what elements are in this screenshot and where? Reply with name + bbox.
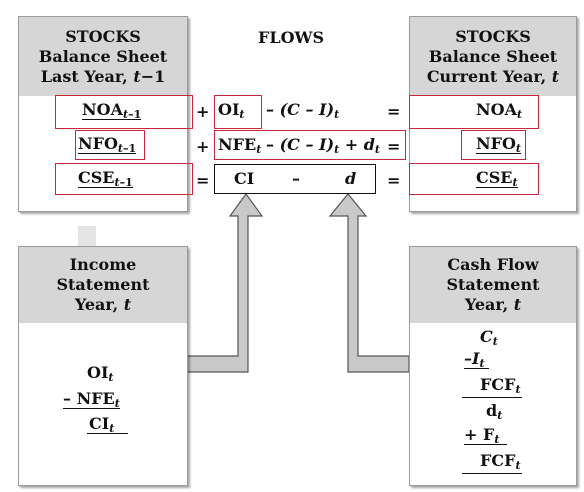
cashflow-f-label: + F: [464, 425, 495, 444]
header-line: Year, t: [464, 295, 522, 314]
cashflow-d: dt: [486, 401, 503, 422]
cashflow-f: + Ft: [464, 425, 508, 445]
nfo-prior: NFOt–1: [78, 134, 137, 155]
header-line: Balance Sheet: [428, 46, 558, 66]
row1-equals: =: [387, 102, 401, 121]
cashflow-c-label: C: [480, 327, 493, 346]
noa-prior: NOAt–1: [82, 100, 142, 121]
cashflow-i-label: –I: [464, 349, 480, 368]
income-nfe: – NFEt: [63, 389, 120, 410]
stocks-last-year-panel: STOCKS Balance Sheet Last Year, t−1: [18, 16, 188, 212]
row3-minus: –: [292, 169, 300, 188]
nfo-current-label: NFO: [476, 134, 516, 153]
noa-prior-label: NOA: [82, 100, 123, 119]
flows-title: FLOWS: [258, 28, 325, 47]
income-statement-header: Income Statement Year, t: [19, 247, 187, 323]
highlight-noa-current: [409, 95, 539, 129]
cashflow-fcf-label: FCF: [480, 375, 516, 394]
income-nfe-label: – NFE: [63, 389, 115, 408]
cse-current: CSEt: [476, 168, 518, 189]
income-statement-panel: Income Statement Year, t OIt – NFEt CIt: [18, 246, 188, 486]
ci-flow: CI: [234, 169, 255, 188]
noa-current: NOAt: [476, 100, 523, 121]
highlight-oi: [214, 95, 262, 129]
cashflow-d-label: d: [486, 401, 498, 420]
cashflow-to-d-arrow: [328, 193, 410, 373]
header-line: STOCKS: [455, 26, 531, 46]
oi-flow: OIt: [218, 100, 245, 121]
income-ci: CIt: [87, 414, 129, 434]
cashflow-fcf: FCFt: [480, 375, 521, 396]
stocks-current-year-panel: STOCKS Balance Sheet Current Year, t: [409, 16, 577, 212]
stocks-current-year-header: STOCKS Balance Sheet Current Year, t: [410, 17, 576, 96]
noa-current-label: NOA: [476, 100, 517, 119]
row3-equals-right: =: [387, 171, 401, 190]
highlight-cse-current: [409, 163, 539, 195]
cashflow-fcf-total: FCFt: [480, 451, 521, 472]
oi-flow-label: OI: [218, 100, 240, 119]
header-line: Current Year, t: [426, 66, 560, 86]
header-line: Cash Flow: [447, 255, 539, 274]
income-oi-label: OI: [87, 363, 109, 382]
dividend-flow: d: [345, 169, 357, 188]
highlight-nfo-prior: [75, 130, 145, 160]
cashflow-double-rule: [462, 473, 522, 474]
header-line: Balance Sheet: [38, 46, 168, 66]
cashflow-fcf-total-label: FCF: [480, 451, 516, 470]
header-line: STOCKS: [65, 26, 141, 46]
header-line: Statement: [446, 275, 540, 294]
row2-equals: =: [387, 137, 401, 156]
cashflow-i: –It: [464, 349, 489, 369]
income-oi: OIt: [87, 363, 114, 384]
nfo-prior-label: NFO: [78, 134, 118, 153]
row2-plus: +: [196, 137, 210, 156]
stocks-last-year-header: STOCKS Balance Sheet Last Year, t−1: [19, 17, 187, 96]
cse-prior: CSEt–1: [78, 168, 133, 189]
row1-cash-term: – (C – I)t: [266, 100, 340, 121]
header-line: Last Year, t−1: [40, 66, 166, 86]
nfe-flow: NFEt: [218, 135, 262, 156]
header-line: Statement: [56, 275, 150, 294]
cashflow-c: Ct: [480, 327, 498, 348]
row3-equals-left: =: [196, 171, 210, 190]
row1-plus: +: [196, 102, 210, 121]
income-ci-label: CI: [89, 414, 110, 433]
cashflow-rule: [462, 397, 522, 398]
highlight-nfe-flow: [214, 130, 406, 160]
highlight-noa-prior: [55, 95, 193, 129]
highlight-nfo-current: [461, 130, 526, 160]
income-to-ci-arrow: [185, 192, 264, 373]
ci-flow-box: [214, 164, 376, 194]
row2-cash-term: – (C – I)t + dt: [266, 135, 380, 156]
nfo-current: NFOt: [476, 134, 522, 155]
nfe-flow-label: NFE: [218, 135, 257, 154]
cash-flow-statement-panel: Cash Flow Statement Year, t Ct –It FCFt …: [409, 246, 577, 486]
cash-flow-statement-header: Cash Flow Statement Year, t: [410, 247, 576, 323]
header-line: Year, t: [74, 295, 132, 314]
header-line: Income: [69, 255, 137, 274]
cse-prior-label: CSE: [78, 168, 115, 187]
tab-mark: [78, 226, 96, 246]
highlight-cse-prior: [55, 163, 193, 195]
cse-current-label: CSE: [476, 168, 513, 187]
